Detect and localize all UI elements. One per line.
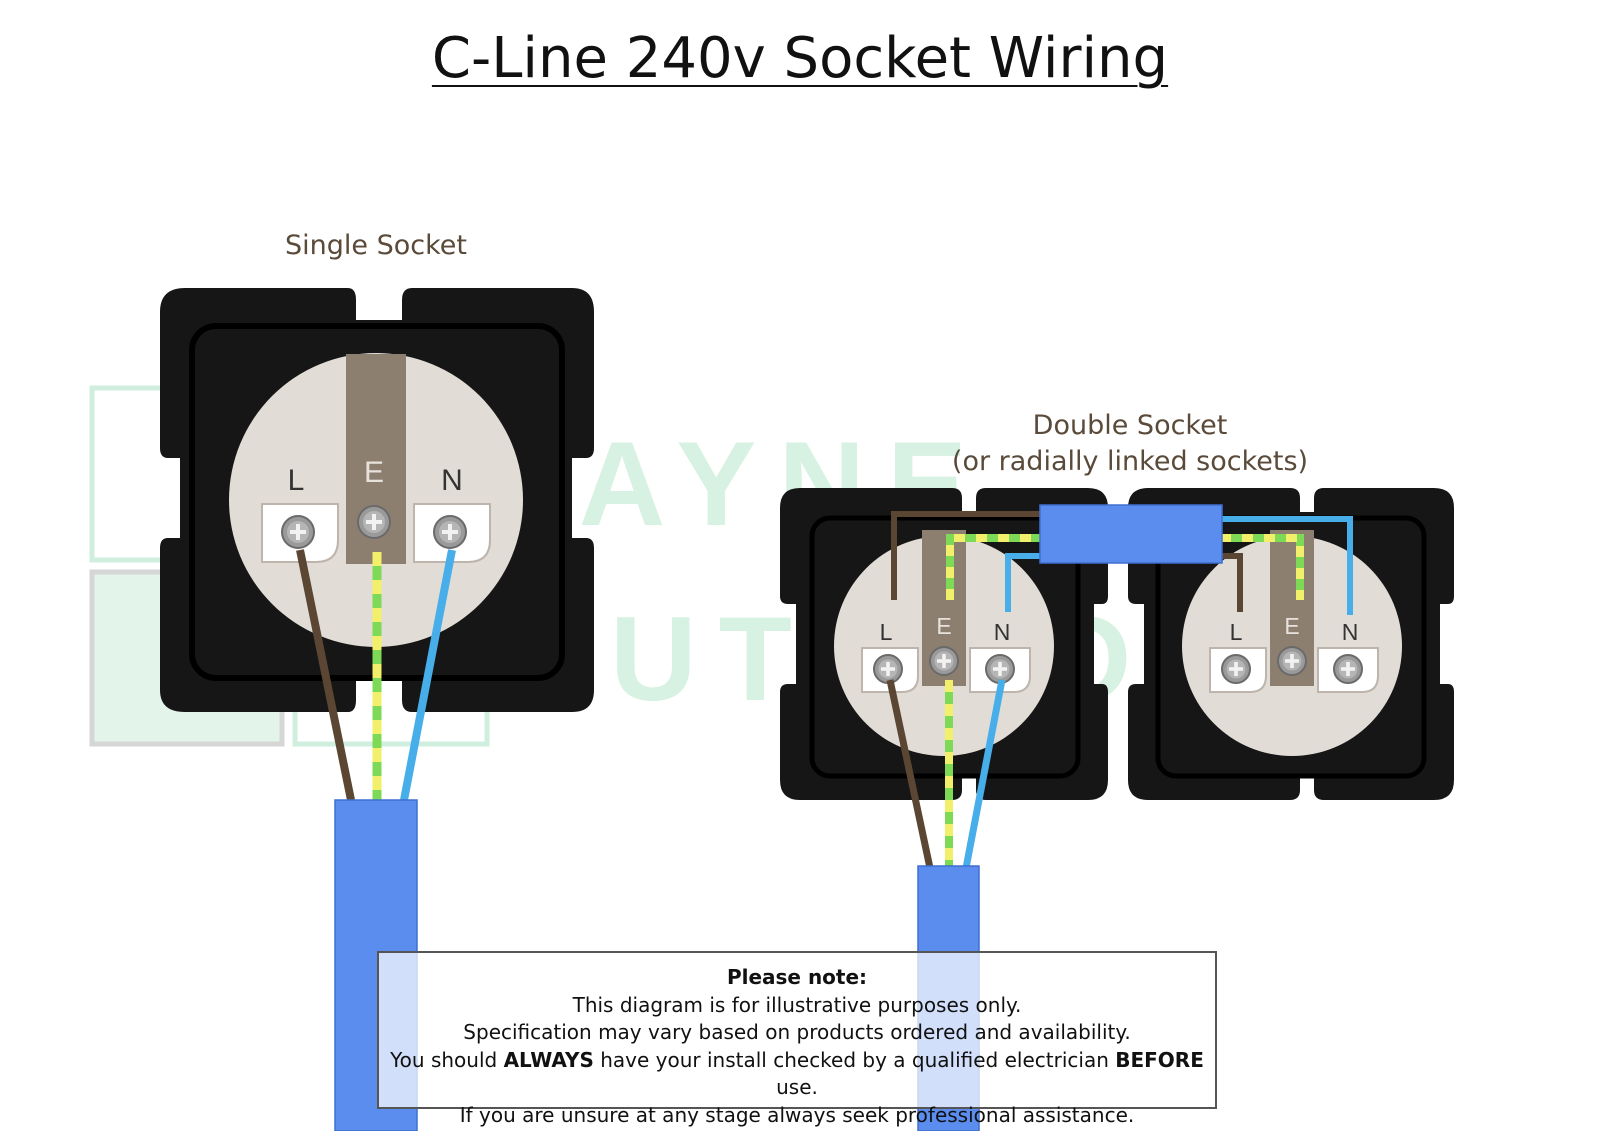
link-earth-right-stripe — [1220, 534, 1304, 600]
double-supply-wires — [886, 679, 1006, 869]
note-line-3-c: have your install checked by a qualified… — [593, 1047, 1116, 1072]
note-heading: Please note: — [726, 965, 868, 989]
single-live-wire — [296, 549, 355, 801]
single-neutral-wire — [400, 549, 456, 801]
double-right-n-screw — [1333, 654, 1363, 684]
link-live-left — [891, 511, 1042, 600]
link-live-right — [1220, 553, 1243, 612]
double-left-l-label: L — [880, 619, 893, 645]
note-line-3-a: You should — [390, 1047, 504, 1072]
double-live-wire — [886, 679, 934, 869]
note-line-4: If you are unsure at any stage always se… — [459, 1102, 1135, 1127]
double-left-n-screw — [985, 654, 1015, 684]
double-left-e-label: E — [936, 613, 951, 639]
single-socket-l-label: L — [288, 464, 305, 497]
double-right-n-label: N — [1342, 619, 1359, 645]
double-left-n-label: N — [994, 619, 1011, 645]
note-line-3-always: ALWAYS — [503, 1047, 594, 1072]
disclaimer-note: Please note: This diagram is for illustr… — [377, 951, 1217, 1127]
single-socket-l-screw — [281, 515, 315, 549]
single-socket-e-label: E — [364, 456, 384, 489]
double-link-wires-left — [891, 511, 1042, 612]
double-socket-caption-line1: Double Socket — [1032, 410, 1228, 441]
link-neutral-right — [1220, 516, 1353, 615]
double-right-l-label: L — [1230, 619, 1243, 645]
note-line-3: You should ALWAYS have your install chec… — [379, 1047, 1215, 1102]
double-right-e-label: E — [1284, 613, 1299, 639]
single-socket-e-screw — [357, 505, 391, 539]
note-line-1: This diagram is for illustrative purpose… — [572, 992, 1022, 1017]
double-right-l-screw — [1221, 654, 1251, 684]
single-socket-n-screw — [433, 515, 467, 549]
double-link-wires-right — [1220, 516, 1353, 615]
link-neutral-left — [1005, 553, 1042, 612]
double-neutral-wire — [962, 679, 1006, 869]
page-title: C-Line 240v Socket Wiring — [431, 26, 1169, 91]
double-right-e-screw — [1277, 646, 1307, 676]
double-socket-caption-line2: (or radially linked sockets) — [951, 446, 1309, 477]
link-cable — [1039, 504, 1223, 564]
single-socket-n-label: N — [441, 464, 463, 497]
double-left-l-screw — [873, 654, 903, 684]
note-line-3-e: use. — [776, 1075, 818, 1099]
note-line-2: Specification may vary based on products… — [463, 1020, 1131, 1044]
double-left-e-screw — [929, 646, 959, 676]
note-line-3-before: BEFORE — [1115, 1047, 1204, 1072]
single-socket-caption: Single Socket — [285, 230, 467, 261]
link-earth-left — [946, 534, 1042, 600]
single-socket-wires — [296, 549, 456, 801]
